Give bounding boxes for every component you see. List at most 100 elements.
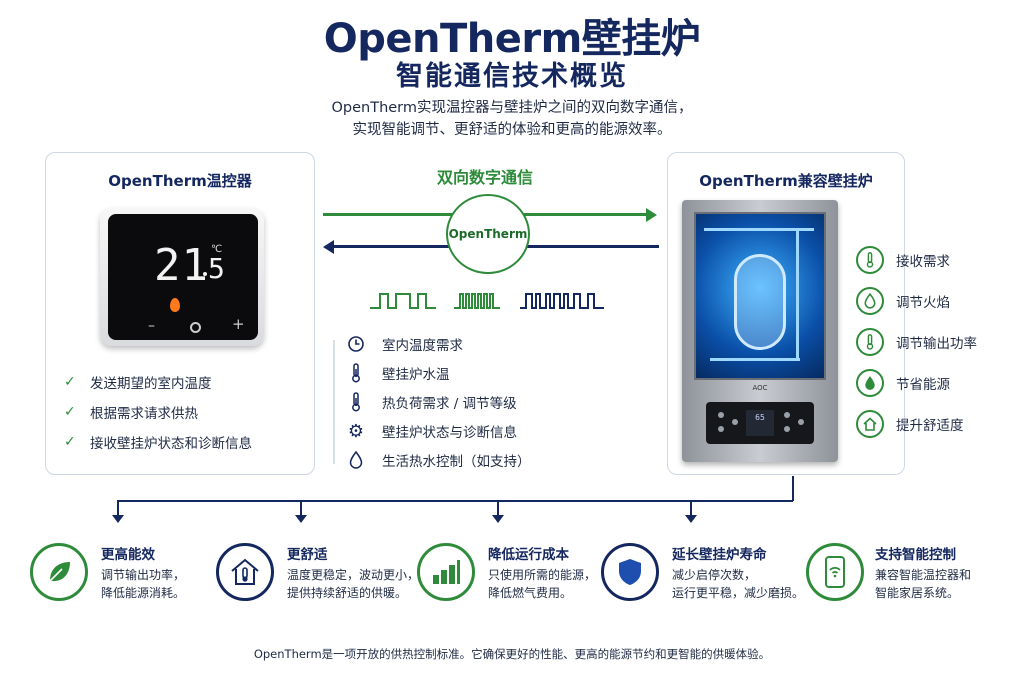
thermometer-icon — [856, 328, 884, 356]
thermostat-unit: ℃ — [211, 244, 223, 255]
boiler-feature: 接收需求 — [856, 246, 950, 274]
arrow-down-icon — [685, 515, 697, 523]
leaf-icon — [30, 543, 88, 601]
home-thermometer-icon — [216, 543, 274, 601]
benefit-item — [601, 543, 659, 601]
boiler-feature: 节省能源 — [856, 369, 950, 397]
check-item: ✓ 根据需求请求供热 — [64, 402, 198, 422]
boiler-feature-label: 提升舒适度 — [896, 418, 964, 434]
droplet-icon — [346, 450, 366, 470]
benefit-desc: 降低燃气费用。 — [488, 586, 573, 600]
gear-icon: ⚙ — [347, 420, 365, 442]
bar-chart-icon — [417, 543, 475, 601]
data-item: 壁挂炉水温 — [346, 363, 450, 383]
signal-waveforms-icon — [370, 293, 604, 309]
boiler-card-title: OpenTherm兼容壁挂炉 — [699, 172, 873, 190]
check-icon: ✓ — [64, 404, 76, 420]
data-item: 热负荷需求 / 调节等级 — [346, 392, 517, 412]
flame-icon — [856, 287, 884, 315]
boiler-brand: AOC — [752, 384, 768, 392]
thermometer-icon — [856, 246, 884, 274]
boiler-feature-label: 接收需求 — [896, 254, 950, 270]
benefit-title: 更舒适 — [287, 547, 328, 563]
thermostat-device: 21 5 ℃ – + — [100, 208, 264, 346]
connector-bar — [117, 500, 793, 502]
benefit-title: 支持智能控制 — [875, 547, 956, 563]
data-item-label: 壁挂炉水温 — [382, 367, 450, 383]
boiler-display: 65 — [746, 410, 774, 436]
benefit-item — [806, 543, 864, 601]
check-item-label: 发送期望的室内温度 — [90, 376, 212, 392]
power-icon — [190, 322, 201, 333]
arrow-down-icon — [492, 515, 504, 523]
benefit-desc: 兼容智能温控器和 — [875, 568, 972, 582]
benefit-desc: 提供持续舒适的供暖。 — [287, 586, 408, 600]
benefit-desc: 运行更平稳，减少磨损。 — [672, 586, 805, 600]
connector-drop — [300, 500, 302, 516]
benefit-desc: 调节输出功率， — [101, 568, 186, 582]
boiler-feature-label: 调节火焰 — [896, 295, 950, 311]
data-item-label: 壁挂炉状态与诊断信息 — [382, 425, 517, 441]
benefit-item — [216, 543, 274, 601]
data-item-label: 生活热水控制（如支持） — [382, 454, 531, 470]
page-title: OpenTherm壁挂炉 — [323, 16, 701, 62]
boiler-control-panel: 65 — [706, 402, 814, 444]
page-subtitle: 智能通信技术概览 — [396, 61, 628, 92]
check-item: ✓ 接收壁挂炉状态和诊断信息 — [64, 432, 252, 452]
boiler-feature: 调节输出功率 — [856, 328, 977, 356]
arrow-down-icon — [295, 515, 307, 523]
check-item-label: 接收壁挂炉状态和诊断信息 — [90, 436, 252, 452]
arrow-down-icon — [112, 515, 124, 523]
benefit-title: 降低运行成本 — [488, 547, 569, 563]
boiler-feature-label: 调节输出功率 — [896, 336, 977, 352]
check-item: ✓ 发送期望的室内温度 — [64, 372, 212, 392]
data-item: ⚙ 壁挂炉状态与诊断信息 — [346, 420, 517, 442]
check-item-label: 根据需求请求供热 — [90, 406, 198, 422]
benefit-item — [417, 543, 475, 601]
check-icon: ✓ — [64, 434, 76, 450]
benefit-desc: 只使用所需的能源， — [488, 568, 597, 582]
arrow-left-head-icon — [323, 240, 334, 254]
boiler-feature: 调节火焰 — [856, 287, 950, 315]
smartphone-wifi-icon — [806, 543, 864, 601]
arrow-right-head-icon — [646, 208, 657, 222]
benefit-desc: 温度更稳定，波动更小， — [287, 568, 420, 582]
thermostat-minus-button: – — [148, 318, 155, 334]
benefit-title: 延长壁挂炉寿命 — [672, 547, 767, 563]
data-item: 室内温度需求 — [346, 334, 463, 354]
data-item: 生活热水控制（如支持） — [346, 450, 531, 470]
boiler-internals — [694, 212, 826, 380]
clock-icon — [346, 334, 366, 354]
thermostat-card-title: OpenTherm温控器 — [108, 172, 252, 190]
thermostat-decimal-point — [203, 272, 207, 276]
thermostat-plus-button: + — [232, 315, 245, 333]
benefit-title: 更高能效 — [101, 547, 155, 563]
intro-line-2: 实现智能调节、更舒适的体验和更高的能源效率。 — [352, 122, 672, 138]
thermometer-icon — [346, 363, 366, 383]
thermostat-temp-decimal: 5 — [208, 252, 226, 285]
benefit-desc: 减少启停次数， — [672, 568, 757, 582]
intro-line-1: OpenTherm实现温控器与壁挂炉之间的双向数字通信， — [331, 100, 693, 116]
home-icon — [856, 410, 884, 438]
flame-icon — [170, 298, 180, 312]
thermostat-temp: 21 — [154, 240, 209, 291]
benefit-item — [30, 543, 88, 601]
boiler-feature-label: 节省能源 — [896, 377, 950, 393]
connector-drop — [117, 500, 119, 516]
boiler-device: AOC 65 — [682, 200, 838, 462]
communication-title: 双向数字通信 — [436, 168, 533, 187]
connector-drop — [497, 500, 499, 516]
data-item-label: 热负荷需求 / 调节等级 — [382, 396, 517, 412]
footer-note: OpenTherm是一项开放的供热控制标准。它确保更好的性能、更高的能源节约和更… — [253, 647, 771, 661]
check-icon: ✓ — [64, 374, 76, 390]
data-list-divider — [333, 340, 335, 464]
opentherm-badge: OpenTherm — [446, 194, 530, 274]
benefit-desc: 降低能源消耗。 — [101, 586, 186, 600]
leaf-drop-icon — [856, 369, 884, 397]
shield-icon — [601, 543, 659, 601]
boiler-feature: 提升舒适度 — [856, 410, 964, 438]
connector-drop — [690, 500, 692, 516]
benefit-desc: 智能家居系统。 — [875, 586, 960, 600]
data-item-label: 室内温度需求 — [382, 338, 463, 354]
thermostat-screen: 21 5 ℃ – + — [108, 214, 258, 340]
